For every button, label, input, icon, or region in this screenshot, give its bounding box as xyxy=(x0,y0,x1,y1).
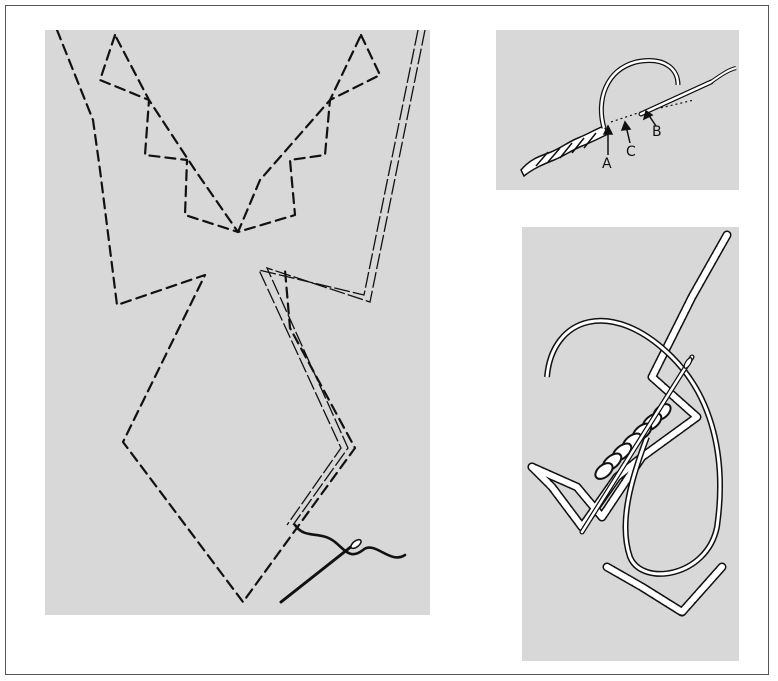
needle-icon xyxy=(582,357,693,532)
left-collar-stitches xyxy=(100,35,238,232)
thread-loop-inner xyxy=(601,61,678,128)
left-outline-stitches xyxy=(57,30,355,602)
needle-icon xyxy=(641,68,736,114)
running-stitch-panel xyxy=(45,30,430,615)
right-collar-stitches xyxy=(238,35,380,232)
whipped-stitch-drawing xyxy=(522,227,739,661)
needle-icon xyxy=(281,538,363,602)
label-a: A xyxy=(602,156,612,172)
label-c: C xyxy=(626,144,636,160)
stitch-band-fill xyxy=(532,235,727,517)
thread-icon xyxy=(295,525,405,557)
stem-stitch-drawing: A C B xyxy=(496,30,739,190)
stem-stitch-detail-panel: A C B xyxy=(496,30,739,190)
running-stitch-drawing xyxy=(45,30,430,615)
whipped-stitch-detail-panel xyxy=(522,227,739,661)
completed-stitch-inner xyxy=(259,30,418,525)
thread-loop xyxy=(601,61,678,128)
twisted-cord xyxy=(521,126,608,176)
label-b: B xyxy=(652,124,662,140)
